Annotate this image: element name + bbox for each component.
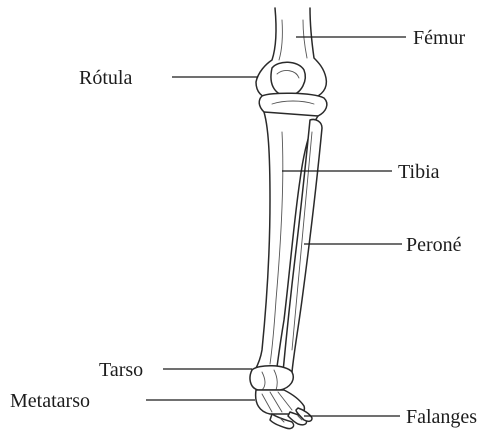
label-falanges: Falanges [406,406,477,428]
rotula-bone [271,62,305,96]
leg-bones-illustration [250,8,327,429]
bone-labels: Fémur Rótula Tibia Peroné Tarso Metatars… [10,27,477,428]
label-rotula: Rótula [79,67,132,89]
label-perone: Peroné [406,234,462,256]
label-femur: Fémur [413,27,466,49]
label-tarso: Tarso [99,359,143,381]
tarso-bones [250,366,293,390]
label-metatarso: Metatarso [10,390,90,412]
label-tibia: Tibia [398,161,440,183]
